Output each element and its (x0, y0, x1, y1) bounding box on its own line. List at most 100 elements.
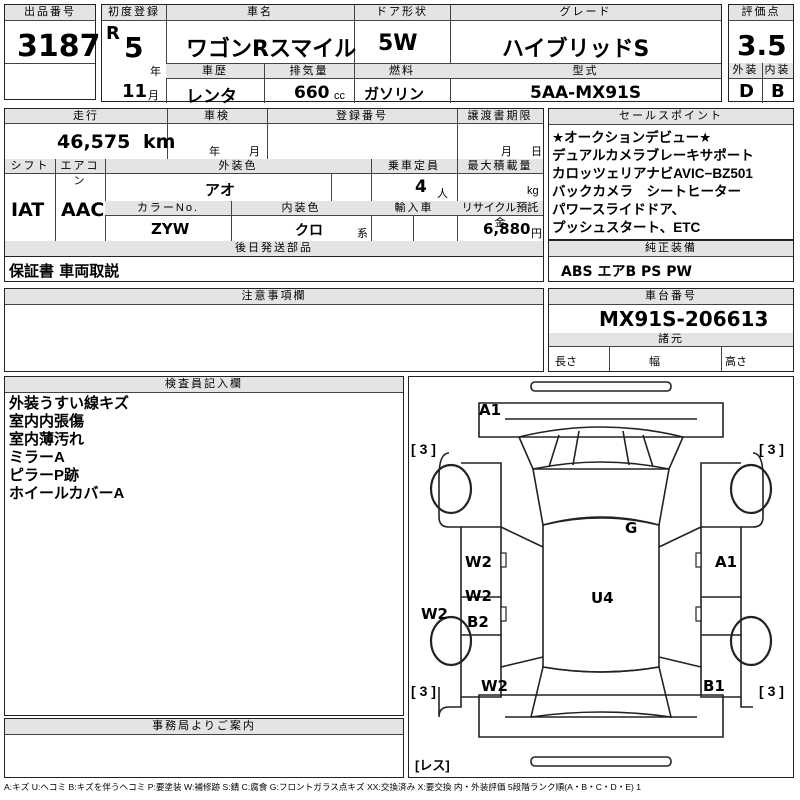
score-label: 評価点 (729, 5, 793, 21)
int-color: クロ (295, 223, 323, 239)
spec-label: 諸元 (549, 333, 793, 347)
tire-left-front: [ 3 ] (411, 441, 436, 457)
interior-grade: B (771, 81, 785, 102)
inspector-label: 検査員記入欄 (5, 377, 403, 393)
legend: A:キズ U:ヘコミ B:キズを伴うヘコミ P:要塗装 W:補修跡 S:錆 C:… (4, 782, 642, 792)
tire-right-rear: [ 3 ] (759, 683, 784, 699)
exterior-grade: D (739, 81, 754, 102)
first-reg-label: 初度登録 (102, 5, 166, 21)
inspector-notes: 外装うすい線キズ 室内内張傷 室内薄汚れ ミラーA ピラーP跡 ホイールカバーA (9, 395, 129, 503)
notes-box: 注意事項欄 (4, 288, 544, 372)
inspector-note: 室内薄汚れ (9, 431, 85, 448)
length-label: 長さ (555, 356, 577, 368)
later-parts: 保証書 車両取説 (9, 262, 120, 280)
later-parts-label: 後日発送部品 (5, 241, 543, 257)
color-no: ZYW (151, 220, 190, 238)
inspector-note: ピラーP跡 (9, 467, 80, 484)
grade: ハイブリッドS (502, 37, 650, 62)
first-reg-year: 5 (124, 31, 144, 64)
sales-point: デュアルカメラブレーキサポート (552, 148, 754, 163)
capacity-label: 乗車定員 (371, 159, 457, 174)
lot-number-label: 出品番号 (5, 5, 95, 21)
mileage-unit: km (143, 131, 176, 153)
car-name: ワゴンRスマイル (186, 37, 357, 62)
inspector-note: ホイールカバーA (9, 485, 125, 502)
model: 5AA-MX91S (530, 83, 642, 103)
height-label: 高さ (725, 356, 747, 368)
inspection-label: 車検 (167, 109, 267, 124)
first-reg-month-unit: 月 (148, 90, 159, 102)
sales-point: カロッツェリアナビAVIC−BZ501 (552, 166, 753, 181)
sales-points-label: セールスポイント (549, 109, 793, 125)
color-no-label: カラーNo. (105, 201, 231, 216)
inspector-note: 室内内張傷 (9, 413, 85, 430)
first-reg-month: 11 (122, 81, 148, 102)
tire-left-rear: [ 3 ] (411, 683, 436, 699)
reg-no-label: 登録番号 (267, 109, 457, 124)
mileage-label: 走行 (5, 109, 167, 124)
first-reg-year-unit: 年 (150, 66, 161, 78)
recycle-label: リサイクル預託金 (457, 201, 543, 229)
inspector-note: ミラーA (9, 449, 65, 466)
grade-label: グレード (450, 5, 721, 21)
fuel: ガソリン (364, 85, 425, 103)
inspector-note: 外装うすい線キズ (9, 395, 130, 412)
import-label: 輸入車 (371, 201, 457, 216)
damage-mark-right-rear: B1 (703, 677, 725, 695)
displacement: 660 (294, 83, 330, 103)
door-type: 5W (378, 31, 418, 56)
ext-color: アオ (205, 181, 236, 199)
interior-label: 内装 (762, 63, 793, 79)
history-label: 車歴 (166, 63, 264, 79)
history: レンタ (186, 87, 237, 107)
model-label: 型式 (450, 63, 721, 79)
capacity: 4 (415, 177, 427, 197)
transfer-label: 譲渡書期限 (457, 109, 543, 124)
car-diagram: A1 G W2 A1 W2 U4 W2 B2 W2 B1 [ 3 ] [ 3 ]… (408, 376, 794, 778)
damage-mark-left-pillar: W2 (421, 605, 448, 623)
damage-mark-roof: U4 (591, 589, 614, 607)
damage-mark-front: A1 (479, 401, 502, 419)
equipment: ABS エアB PS PW (561, 264, 692, 280)
chassis-label: 車台番号 (549, 289, 793, 305)
equipment-box: 純正装備 ABS エアB PS PW (548, 240, 794, 282)
transfer-month-unit: 月 (501, 146, 512, 158)
sales-point: プッシュスタート、ETC (552, 220, 701, 235)
car-outline (429, 381, 773, 767)
sales-points-box: セールスポイント ★オークションデビュー★ デュアルカメラブレーキサポート カロ… (548, 108, 794, 240)
details-box: 走行 車検 登録番号 譲渡書期限 46,575 km 年 月 月 日 シフト エ… (4, 108, 544, 258)
inspection-month-unit: 月 (249, 146, 260, 158)
exterior-label: 外装 (729, 63, 762, 79)
chassis-box: 車台番号 MX91S-206613 諸元 長さ 幅 高さ (548, 288, 794, 372)
damage-mark-left-rear-panel: B2 (467, 613, 489, 631)
first-reg-era: R (106, 23, 120, 44)
office-box: 事務局よりご案内 (4, 718, 404, 778)
shift-label: シフト (5, 159, 55, 174)
sales-point: パワースライドドア、 (552, 202, 685, 217)
score-box: 評価点 3.5 外装 内装 D B (728, 4, 794, 103)
int-color-suffix: 系 (357, 228, 368, 240)
inspector-box: 検査員記入欄 外装うすい線キズ 室内内張傷 室内薄汚れ ミラーA ピラーP跡 ホ… (4, 376, 404, 716)
sales-points-list: ★オークションデビュー★ デュアルカメラブレーキサポート カロッツェリアナビAV… (552, 129, 754, 237)
lot-number: 3187 (17, 29, 101, 64)
door-label: ドア形状 (354, 5, 450, 21)
capacity-unit: 人 (437, 188, 448, 200)
ac: AAC (61, 199, 105, 221)
later-parts-box: 保証書 車両取説 (4, 256, 544, 282)
car-name-label: 車名 (166, 5, 354, 21)
equipment-label: 純正装備 (549, 241, 793, 257)
damage-mark-right-front-door: A1 (715, 553, 738, 571)
transfer-day-unit: 日 (531, 146, 542, 158)
displacement-label: 排気量 (264, 63, 354, 79)
displacement-unit: cc (334, 90, 345, 102)
ext-color-label: 外装色 (105, 159, 371, 174)
load-unit: kg (527, 185, 539, 197)
fuel-label: 燃料 (354, 63, 450, 79)
tire-right-front: [ 3 ] (759, 441, 784, 457)
recycle: 6,880 (483, 220, 531, 238)
inspection-year-unit: 年 (209, 146, 220, 158)
shift: IAT (11, 199, 45, 221)
mileage: 46,575 (57, 131, 131, 153)
load-label: 最大積載量 (457, 159, 543, 174)
int-color-label: 内装色 (231, 201, 371, 216)
